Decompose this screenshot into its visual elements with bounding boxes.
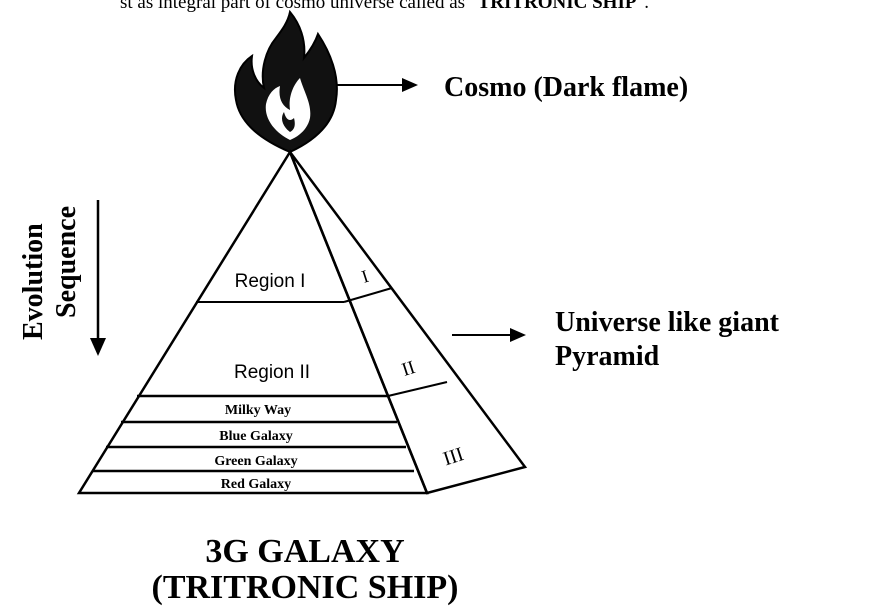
galaxy-label-milky-way: Milky Way xyxy=(225,403,291,418)
evolution-label: Evolution xyxy=(18,223,49,340)
pyramid-label-line1: Universe like giant xyxy=(555,307,780,338)
flame-icon xyxy=(234,9,338,154)
galaxy-label-green: Green Galaxy xyxy=(214,454,297,469)
header-text: st as integral part of cosmo universe ca… xyxy=(120,0,649,13)
evolution-arrow xyxy=(90,200,106,356)
region1-label: Region I xyxy=(235,271,306,292)
pyramid-arrow xyxy=(452,328,526,342)
side-numeral-3: III xyxy=(441,443,467,470)
caption-line2: (TRITRONIC SHIP) xyxy=(152,569,459,606)
side-numeral-1: I xyxy=(359,266,371,287)
side-divider-2 xyxy=(387,381,448,397)
flame-label: Cosmo (Dark flame) xyxy=(444,72,688,103)
header-text-prefix: st as integral part of cosmo universe ca… xyxy=(120,0,478,13)
pyramid-side-face xyxy=(288,151,528,495)
region2-label: Region II xyxy=(234,362,310,383)
header-text-bold: TRITRONIC SHIP xyxy=(478,0,637,13)
flame-arrow xyxy=(337,78,418,92)
galaxy-label-blue: Blue Galaxy xyxy=(219,429,293,444)
side-divider-1 xyxy=(343,287,393,303)
caption-line1: 3G GALAXY xyxy=(205,533,404,570)
pyramid-label-line2: Pyramid xyxy=(555,341,660,372)
pyramid-front-face xyxy=(76,149,429,495)
side-numeral-2: II xyxy=(399,357,418,381)
sequence-label: Sequence xyxy=(51,206,82,318)
header-text-suffix: ". xyxy=(636,0,649,13)
galaxy-label-red: Red Galaxy xyxy=(221,477,291,492)
